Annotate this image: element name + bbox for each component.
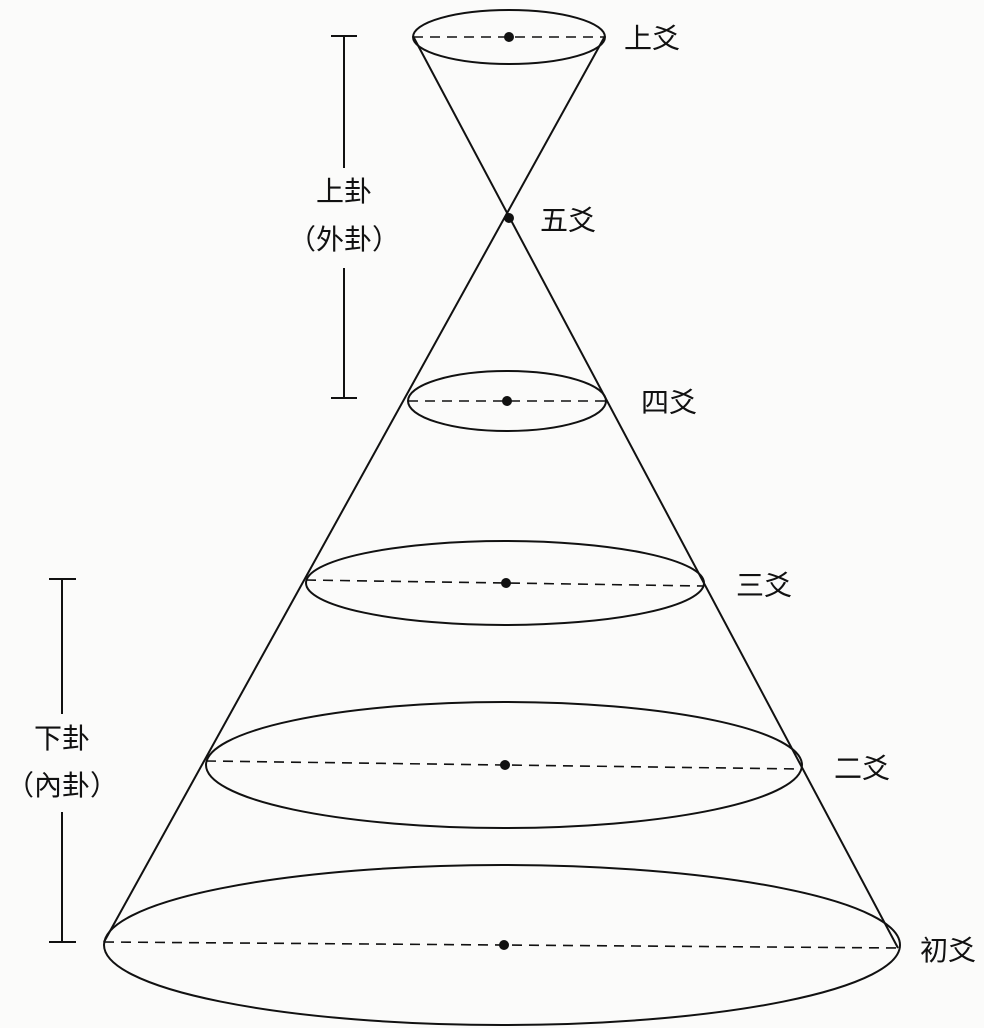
center-dots bbox=[499, 32, 514, 950]
top-line-label: 上爻 bbox=[624, 22, 680, 55]
top-line-dot bbox=[504, 32, 514, 42]
cone-right-edge bbox=[412, 35, 899, 949]
fourth-line-label: 四爻 bbox=[641, 386, 697, 419]
lower-trigram-label: 下卦 bbox=[34, 722, 90, 755]
second-line-dot bbox=[500, 760, 510, 770]
first-line-label: 初爻 bbox=[920, 934, 976, 967]
diameters bbox=[103, 36, 901, 949]
upper-trigram-bracket bbox=[331, 35, 357, 399]
cone-outline bbox=[103, 35, 899, 949]
upper-trigram-sublabel: （外卦） bbox=[288, 223, 400, 256]
third-line-label: 三爻 bbox=[736, 569, 792, 602]
fifth-line-dot bbox=[504, 213, 514, 223]
first-line-dot bbox=[499, 940, 509, 950]
third-line-diameter bbox=[305, 579, 705, 587]
lower-trigram-bracket bbox=[49, 578, 76, 943]
cone-left-edge bbox=[103, 35, 606, 943]
third-line-dot bbox=[501, 578, 511, 588]
lower-trigram-sublabel: （內卦） bbox=[6, 769, 118, 802]
first-line-ellipse bbox=[103, 864, 901, 1026]
fifth-line-label: 五爻 bbox=[540, 204, 596, 237]
cross-sections bbox=[103, 9, 901, 1026]
upper-trigram-label: 上卦 bbox=[316, 175, 372, 208]
third-line-ellipse bbox=[305, 540, 705, 626]
second-line-label: 二爻 bbox=[834, 752, 890, 785]
second-line-ellipse bbox=[205, 701, 803, 829]
fourth-line-dot bbox=[502, 396, 512, 406]
